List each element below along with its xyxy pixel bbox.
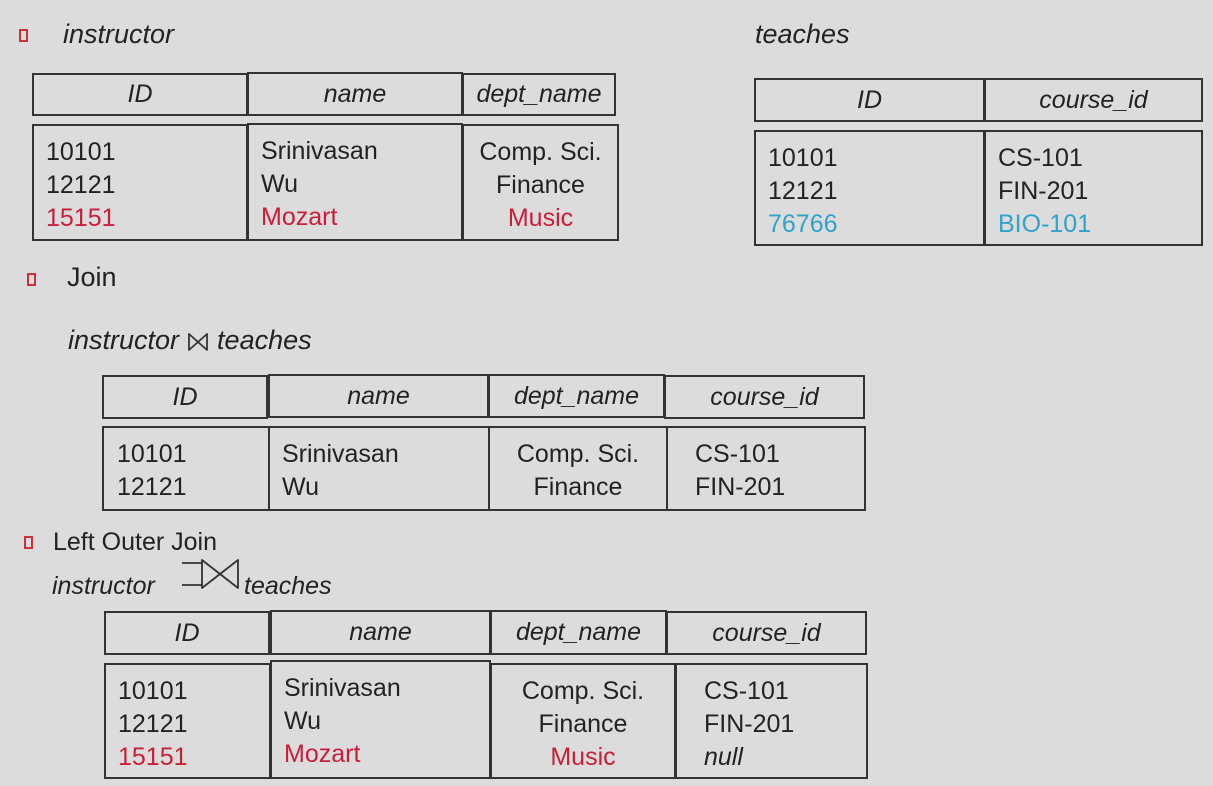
instructor-header-id: ID [32, 73, 248, 116]
join-col-name: Srinivasan Wu [282, 438, 399, 504]
join-col-divider [666, 428, 668, 509]
bullet-join [27, 273, 36, 286]
join-header-dept: dept_name [488, 374, 665, 418]
table-cell: CS-101 [704, 677, 789, 705]
join-col-id: 10101 12121 [117, 438, 187, 504]
join-col-course: CS-101 FIN-201 [695, 438, 785, 504]
natural-join-icon [188, 332, 208, 351]
table-cell: 12121 [46, 171, 116, 199]
bullet-instructor [19, 29, 28, 42]
left-outer-join-label: Left Outer Join [53, 528, 217, 556]
table-cell: Comp. Sci. [516, 440, 640, 468]
teaches-header-id: ID [754, 78, 985, 122]
join-label: Join [67, 262, 117, 292]
table-cell: 10101 [46, 138, 116, 166]
instructor-col-dept: Comp. Sci. Finance Music [462, 124, 619, 241]
table-cell: null [704, 743, 743, 771]
teaches-header-course: course_id [984, 78, 1203, 122]
join-col-divider [488, 428, 490, 509]
table-cell: Comp. Sci. [479, 138, 602, 166]
join-expr-right: teaches [217, 325, 312, 355]
join-expr-left: instructor [68, 325, 180, 355]
join-expression: instructor teaches [68, 325, 312, 356]
join-header-name: name [268, 374, 489, 418]
join-header-course: course_id [664, 375, 865, 419]
table-cell: Finance [538, 710, 628, 738]
table-cell: Wu [284, 707, 322, 735]
table-cell: 10101 [768, 144, 838, 172]
loj-header-id: ID [104, 611, 270, 655]
loj-header-name: name [270, 610, 491, 655]
teaches-title: teaches [755, 19, 850, 49]
table-cell: 15151 [118, 743, 188, 771]
teaches-col-id: 10101 12121 76766 [754, 130, 985, 246]
bullet-left-outer-join [24, 536, 33, 549]
loj-col-dept: Comp. Sci. Finance Music [490, 663, 676, 779]
instructor-header-dept: dept_name [462, 73, 616, 116]
table-cell: Music [507, 204, 574, 232]
table-cell: Srinivasan [282, 440, 399, 468]
left-outer-join-expr-right: teaches [244, 572, 332, 600]
table-cell: Mozart [284, 740, 361, 768]
table-cell: Finance [533, 473, 623, 501]
table-cell: Music [550, 743, 616, 771]
table-cell: Finance [496, 171, 585, 199]
loj-header-dept: dept_name [490, 610, 667, 655]
table-cell: CS-101 [998, 144, 1083, 172]
table-cell: Wu [282, 473, 320, 501]
loj-col-id: 10101 12121 15151 [104, 663, 271, 779]
instructor-col-name: Srinivasan Wu Mozart [247, 123, 463, 241]
join-data-box: 10101 12121 Srinivasan Wu Comp. Sci. Fin… [102, 426, 866, 511]
join-header-id: ID [102, 375, 268, 419]
instructor-header-name: name [247, 72, 463, 116]
left-outer-join-icon [182, 559, 239, 589]
table-cell: Mozart [261, 203, 338, 231]
teaches-col-course: CS-101 FIN-201 BIO-101 [984, 130, 1203, 246]
join-col-divider [268, 428, 270, 509]
table-cell: 12121 [117, 473, 187, 501]
table-cell: Srinivasan [261, 137, 378, 165]
loj-header-course: course_id [666, 611, 867, 655]
table-cell: Comp. Sci. [521, 677, 645, 705]
table-cell: 12121 [118, 710, 188, 738]
left-outer-join-expr-left: instructor [52, 572, 155, 600]
join-col-dept: Comp. Sci. Finance [490, 438, 666, 504]
table-cell: 76766 [768, 210, 838, 238]
instructor-title: instructor [63, 19, 175, 49]
table-cell: FIN-201 [998, 177, 1089, 205]
table-cell: 12121 [768, 177, 838, 205]
table-cell: BIO-101 [998, 210, 1092, 238]
instructor-col-id: 10101 12121 15151 [32, 124, 248, 241]
table-cell: Wu [261, 170, 299, 198]
table-cell: FIN-201 [704, 710, 795, 738]
table-cell: 10101 [117, 440, 187, 468]
table-cell: CS-101 [695, 440, 780, 468]
loj-col-name: Srinivasan Wu Mozart [270, 660, 491, 779]
table-cell: 10101 [118, 677, 188, 705]
table-cell: 15151 [46, 204, 116, 232]
loj-col-course: CS-101 FIN-201 null [675, 663, 868, 779]
table-cell: FIN-201 [695, 473, 786, 501]
table-cell: Srinivasan [284, 674, 401, 702]
